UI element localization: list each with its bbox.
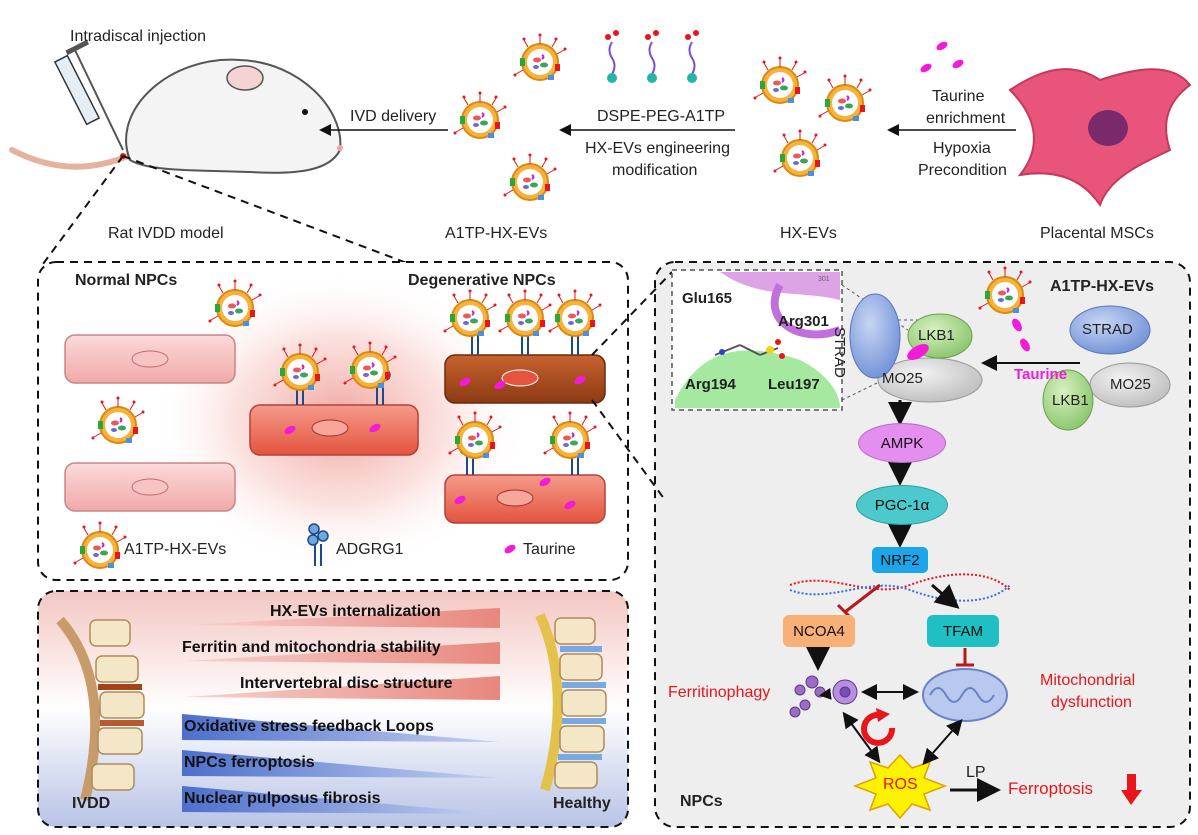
residue-number: 301 <box>818 276 830 283</box>
up-wedges <box>185 608 500 700</box>
engineering-label-1: HX-EVs engineering <box>585 140 730 157</box>
bar-up-3: Intervertebral disc structure <box>240 675 453 692</box>
legend-taurine-label: Taurine <box>523 541 576 558</box>
mitochondrion-icon <box>922 668 1008 722</box>
ncoa4-node: NCOA4 <box>783 615 855 647</box>
docking-structure <box>675 272 842 408</box>
hypoxia-label-1: Hypoxia <box>933 140 991 157</box>
npcs-label: NPCs <box>680 793 723 810</box>
placental-mscs-label: Placental MSCs <box>1040 225 1154 242</box>
rat-model-label: Rat IVDD model <box>108 225 224 242</box>
rat-icon <box>9 58 343 174</box>
residue-arg194: Arg194 <box>685 376 736 393</box>
bar-up-2: Ferritin and mitochondria stability <box>182 639 441 656</box>
syringe-icon <box>53 39 124 151</box>
ivd-delivery-label: IVD delivery <box>350 108 437 125</box>
spine-icon <box>56 616 145 802</box>
down-arrow-icon <box>1121 774 1142 805</box>
ivdd-label: IVDD <box>72 795 111 812</box>
ros-icon <box>852 753 948 820</box>
normal-npcs-title: Normal NPCs <box>75 272 178 289</box>
dna-icon <box>789 573 1011 602</box>
degenerative-npc-cell <box>444 432 606 524</box>
taurine-icon <box>919 39 965 75</box>
ferritin-icon <box>789 675 858 718</box>
residue-leu197: Leu197 <box>768 376 820 393</box>
legend-adgrg1-label: ADGRG1 <box>336 541 404 558</box>
free-strad-label: STRAD <box>1082 321 1133 338</box>
taurine-right-label: Taurine <box>1014 366 1068 383</box>
mitochondrial-label-2: dysfunction <box>1051 694 1132 711</box>
normal-npc-cell <box>64 334 236 384</box>
spine-icon <box>535 612 607 792</box>
ampk-node: AMPK <box>858 423 946 463</box>
degenerative-npcs-title: Degenerative NPCs <box>408 272 556 289</box>
bar-down-1: Oxidative stress feedback Loops <box>184 718 434 735</box>
pgc-node: PGC-1α <box>856 485 948 525</box>
mitochondrial-label-1: Mitochondrial <box>1040 672 1136 689</box>
down-wedges <box>182 714 500 814</box>
tfam-node: TFAM <box>927 615 999 647</box>
dspe-peg-label: DSPE-PEG-A1TP <box>597 108 726 125</box>
peg-linker-icon <box>605 30 699 83</box>
degenerative-npc-cell <box>444 312 606 404</box>
ev-vesicle-icon <box>752 55 873 177</box>
free-lkb1-label: LKB1 <box>1052 392 1089 409</box>
hx-evs-label: HX-EVs <box>780 225 837 242</box>
free-mo25-label: MO25 <box>1110 376 1151 393</box>
residue-glu165: Glu165 <box>682 290 733 307</box>
taurine-label-2: enrichment <box>926 110 1006 127</box>
a1tp-hx-evs-label: A1TP-HX-EVs <box>445 225 548 242</box>
complex-mo25-label: MO25 <box>882 370 923 387</box>
legend-evs-label: A1TP-HX-EVs <box>124 541 227 558</box>
engineering-label-2: modification <box>612 162 698 179</box>
bar-down-3: Nuclear pulposus fibrosis <box>184 790 381 807</box>
bar-up-1: HX-EVs internalization <box>270 603 441 620</box>
taurine-label-1: Taurine <box>932 88 985 105</box>
ferroptosis-label: Ferroptosis <box>1008 779 1094 798</box>
residue-arg301: Arg301 <box>778 313 829 330</box>
normal-npc-cell <box>64 462 236 512</box>
healthy-label: Healthy <box>553 795 611 812</box>
nrf2-node: NRF2 <box>872 547 928 573</box>
intradiscal-injection-label: Intradiscal injection <box>70 28 207 45</box>
ev-vesicle-icon <box>452 32 568 201</box>
ros-label: ROS <box>883 776 918 793</box>
bar-down-2: NPCs ferroptosis <box>184 754 315 771</box>
complex-lkb1-label: LKB1 <box>918 327 955 344</box>
ferritinophagy-label: Ferritinophagy <box>668 684 771 701</box>
complex-strad-label: STRAD <box>831 327 848 378</box>
a1tp-hx-evs-right-label: A1TP-HX-EVs <box>1050 278 1155 295</box>
lp-label: LP <box>966 764 986 781</box>
msc-cell-icon <box>1008 68 1192 208</box>
hypoxia-label-2: Precondition <box>918 162 1007 179</box>
transitional-npc-cell <box>249 362 419 456</box>
